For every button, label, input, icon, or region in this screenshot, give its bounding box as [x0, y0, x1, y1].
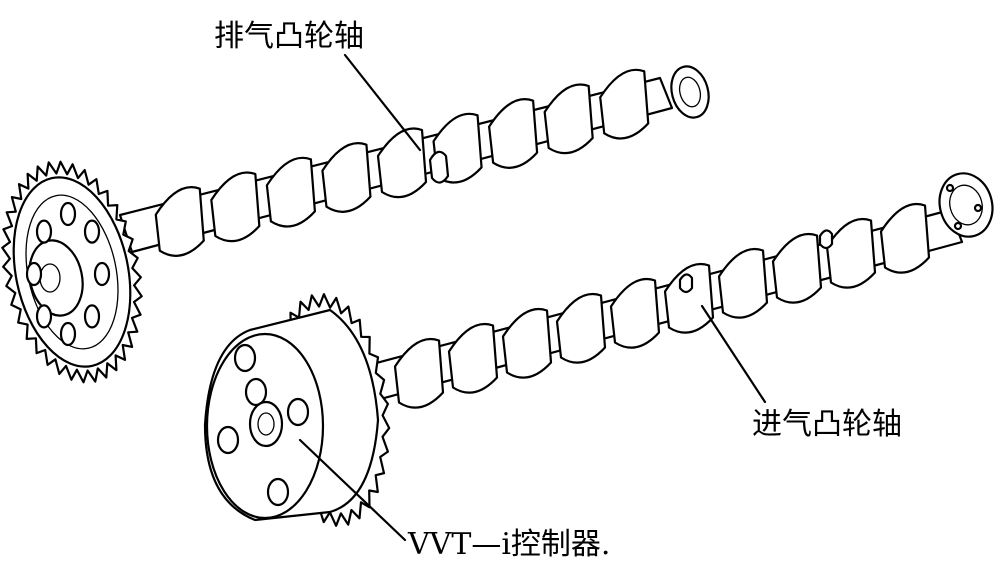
sprocket-hole [59, 201, 77, 227]
sprocket-hole [35, 219, 53, 244]
leader-lines [298, 53, 767, 542]
cam-lobe [501, 308, 553, 379]
bolt-head [244, 377, 268, 407]
vvt-i-controller-label: VVT—i控制器. [408, 527, 611, 562]
bolt-head [286, 397, 310, 427]
cam-lobe [488, 98, 539, 169]
vvt-leader-line [298, 438, 407, 542]
intake-leader-line [700, 304, 767, 404]
sprocket-hole [59, 321, 77, 347]
cam-lobe [771, 233, 823, 304]
cam-lobe [447, 323, 499, 394]
cam-lobe [376, 127, 428, 199]
cam-lobe [393, 338, 445, 409]
bolt-head [216, 425, 240, 455]
cam-lobe [543, 83, 594, 155]
cam-lobe [154, 186, 205, 257]
sprocket-hole [83, 304, 101, 329]
exhaust-sprocket [1, 160, 143, 384]
exhaust-camshaft-label: 排气凸轮轴 [214, 19, 364, 54]
cam-lobe [265, 156, 316, 228]
sprocket-hole [93, 261, 111, 287]
cam-lobe [609, 278, 661, 349]
cam-lobe [717, 248, 769, 319]
cam-lobe [879, 203, 931, 274]
cam-lobe [321, 142, 372, 213]
cam-lobe [599, 68, 650, 140]
cam-lobe [825, 218, 877, 289]
intake-camshaft-label: 进气凸轮轴 [752, 407, 902, 442]
cam-lobe [210, 171, 261, 243]
cam-lobe [555, 293, 607, 364]
intake-camshaft [348, 172, 994, 409]
sprocket-hole [25, 261, 43, 287]
exhaust-camshaft [118, 65, 710, 257]
bolt-head [266, 477, 290, 507]
exhaust-leader-line [343, 53, 422, 152]
sprocket-hole [35, 304, 53, 329]
vvt-i-controller [203, 293, 391, 527]
cam-lobe [663, 263, 715, 334]
bolt-head [233, 343, 257, 373]
sprocket-hole [83, 219, 101, 244]
